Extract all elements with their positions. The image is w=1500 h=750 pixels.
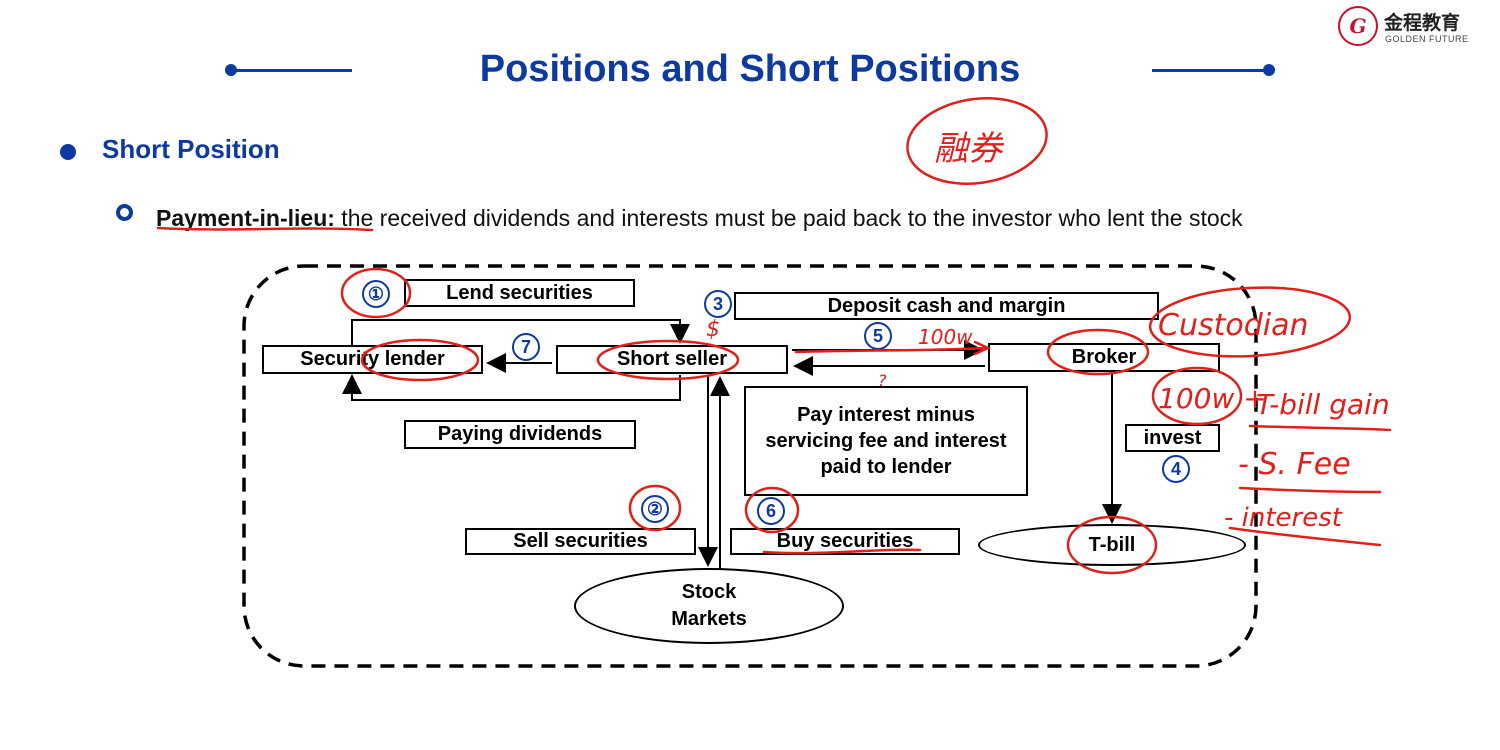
stock-markets-node: Stock Markets <box>574 568 844 644</box>
brand-logo: G 金程教育 GOLDEN FUTURE <box>1338 6 1488 46</box>
lend-securities-box: Lend securities <box>404 279 635 307</box>
step-7-badge: 7 <box>512 333 540 361</box>
logo-chinese-text: 金程教育 <box>1384 12 1461 34</box>
term-label: Payment-in-lieu: <box>156 205 335 231</box>
step-4-badge: 4 <box>1162 455 1190 483</box>
bullet-dot-icon <box>60 144 76 160</box>
deposit-cash-box: Deposit cash and margin <box>734 292 1159 320</box>
step-5-badge: 5 <box>864 322 892 350</box>
short-seller-node: Short seller <box>556 345 788 374</box>
logo-emblem: G <box>1338 6 1378 46</box>
title-left-line <box>230 69 352 72</box>
security-lender-node: Security lender <box>262 345 483 374</box>
sell-securities-box: Sell securities <box>465 528 696 555</box>
diagram-dashed-border <box>242 264 1258 668</box>
step-3-badge: 3 <box>704 290 732 318</box>
pay-interest-box: Pay interest minus servicing fee and int… <box>744 386 1028 496</box>
bullet-ring-icon <box>116 204 133 221</box>
definition-text: the received dividends and interests mus… <box>334 205 1243 231</box>
step-2-badge: ② <box>641 495 669 523</box>
title-right-dot <box>1263 64 1275 76</box>
page-title: Positions and Short Positions <box>479 48 1021 90</box>
section-heading: Short Position <box>102 134 280 164</box>
step-1-badge: ① <box>362 280 390 308</box>
step-6-badge: 6 <box>757 497 785 525</box>
broker-node: Broker <box>988 343 1220 372</box>
buy-securities-box: Buy securities <box>730 528 960 555</box>
invest-box: invest <box>1125 424 1220 452</box>
definition-paragraph: Payment-in-lieu: the received dividends … <box>156 196 1446 240</box>
t-bill-node: T-bill <box>978 524 1246 566</box>
title-right-line <box>1152 69 1270 72</box>
logo-english-text: GOLDEN FUTURE <box>1385 34 1469 44</box>
paying-dividends-box: Paying dividends <box>404 420 636 449</box>
title-left-dot <box>225 64 237 76</box>
